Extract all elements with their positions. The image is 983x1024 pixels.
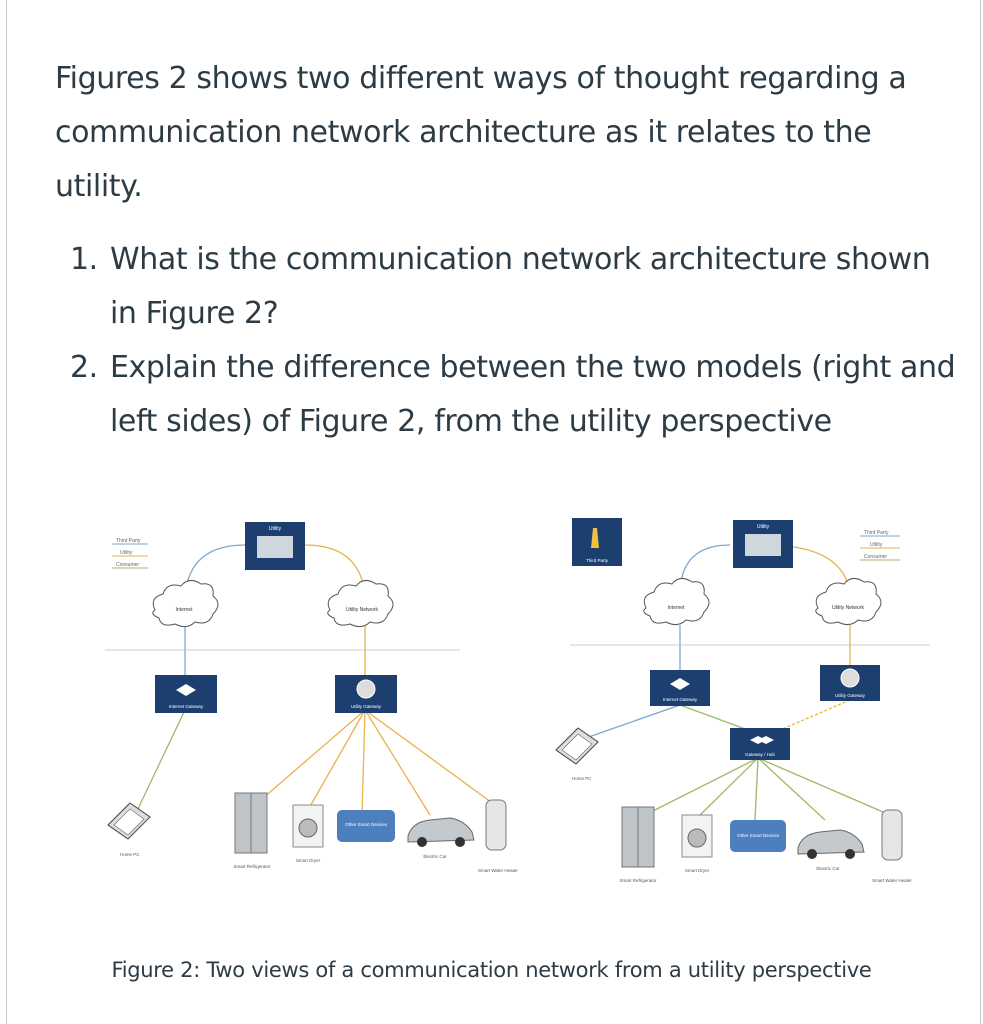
cloud-internet-label: Internet (668, 605, 686, 611)
figure-diagram: Third Party Utility Consumer Utility In (105, 518, 930, 883)
cloud-icon (152, 580, 219, 628)
device-label: Smart Refrigerator (233, 864, 271, 869)
cloud-utility-label: Utility Network (832, 605, 864, 611)
question-item: 1. What is the communication network arc… (70, 233, 960, 341)
cloud-icon (643, 578, 710, 626)
device-label: Smart Dryer (685, 868, 710, 873)
server-icon (257, 536, 293, 558)
question-text: What is the communication network archit… (110, 242, 931, 331)
building-icon (591, 528, 599, 548)
device-label: Home PC (120, 852, 140, 857)
third-party-label: Third Party (586, 558, 609, 563)
utility-label: Utility (269, 526, 282, 532)
device-label: Electric Car (816, 866, 840, 871)
device-label: Smart Refrigerator (619, 878, 657, 883)
meter-icon (840, 668, 860, 688)
laptop-icon (107, 802, 151, 840)
car-icon (407, 817, 475, 847)
water-heater-icon (881, 809, 903, 861)
figure-2: Third Party Utility Consumer Utility In (90, 500, 930, 910)
left-diagram: Third Party Utility Consumer Utility In (105, 522, 518, 873)
hub-box (730, 728, 790, 760)
laptop-icon (555, 727, 599, 765)
legend-label: Utility (870, 542, 883, 548)
utility-gateway-label: Utility Gateway (835, 693, 866, 698)
legend-label: Consumer (116, 562, 139, 568)
cloud-internet-label: Internet (176, 607, 194, 613)
left-legend: Third Party Utility Consumer (112, 538, 148, 569)
device-label: Smart Dryer (296, 858, 321, 863)
internet-gateway-label: Internet Gateway (663, 697, 698, 702)
device-label: Smart Water Heater (872, 878, 912, 883)
internet-gateway-label: Internet Gateway (169, 704, 204, 709)
utility-gateway-label: Utility Gateway (351, 704, 382, 709)
question-text: Explain the difference between the two m… (110, 350, 956, 439)
meter-icon (356, 679, 376, 699)
figure-caption: Figure 2: Two views of a communication n… (111, 958, 872, 982)
utility-label: Utility (757, 524, 770, 530)
cloud-icon (815, 578, 882, 626)
device-label: Other Smart Devices (737, 833, 780, 838)
hub-label: Gateway / Hub (745, 752, 775, 757)
water-heater-icon (485, 799, 507, 851)
content-frame (6, 0, 981, 1024)
question-item: 2. Explain the difference between the tw… (70, 341, 960, 449)
cloud-utility-label: Utility Network (346, 607, 378, 613)
device-label: Home PC (572, 776, 592, 781)
legend-label: Consumer (864, 554, 887, 560)
question-list: 1. What is the communication network arc… (70, 233, 960, 449)
legend-label: Third Party (864, 530, 889, 536)
server-icon (745, 534, 781, 556)
device-label: Smart Water Heater (478, 868, 518, 873)
legend-label: Utility (120, 550, 133, 556)
question-number: 2. (70, 350, 98, 385)
cloud-icon (327, 580, 394, 628)
device-label: Other Smart Devices (345, 822, 388, 827)
other-devices-box (337, 810, 395, 842)
router-icon (176, 684, 196, 696)
dryer-icon (681, 814, 713, 858)
right-legend: Third Party Utility Consumer (860, 530, 900, 561)
intro-paragraph: Figures 2 shows two different ways of th… (55, 61, 907, 204)
question-number: 1. (70, 242, 98, 277)
legend-label: Third Party (116, 538, 141, 544)
other-devices-box (730, 820, 786, 852)
car-icon (797, 829, 865, 859)
router-icon (670, 678, 690, 690)
hub-icon (750, 736, 774, 744)
device-label: Electric Car (423, 854, 447, 859)
right-diagram: Third Party Utility Consumer Third Party… (555, 518, 930, 883)
